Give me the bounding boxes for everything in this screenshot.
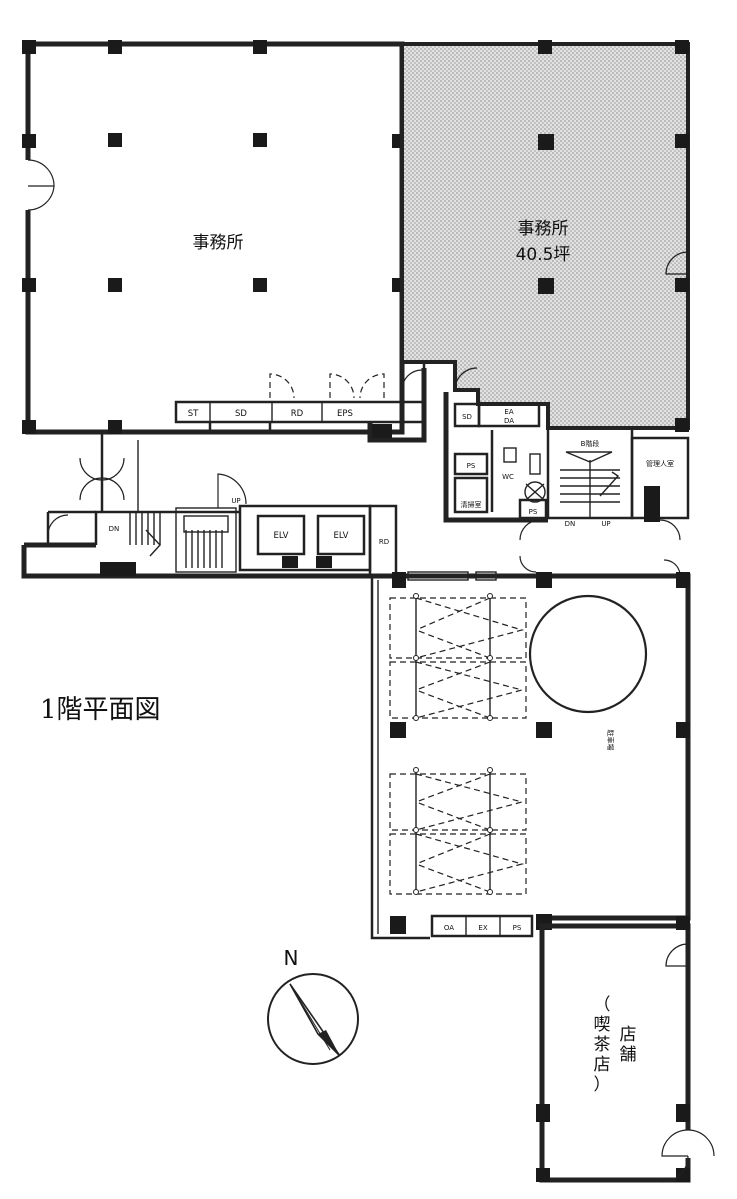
north-compass — [267, 973, 359, 1065]
column — [108, 133, 122, 147]
cleaning-room-label: 清掃室 — [461, 500, 482, 509]
column — [253, 278, 267, 292]
stair-up-label: UP — [231, 497, 240, 505]
manager-room-label: 管理人室 — [646, 459, 674, 468]
column — [253, 133, 267, 147]
column — [538, 134, 554, 150]
parking-stalls-lower — [389, 767, 527, 895]
ex-label: EX — [478, 924, 487, 932]
elevator-1-label: ELV — [274, 531, 289, 541]
car-turntable — [528, 594, 648, 714]
parking-label: 駐車場 — [606, 730, 615, 751]
right-core — [443, 392, 690, 575]
eps-label: EPS — [337, 409, 353, 419]
st-label: ST — [188, 409, 199, 419]
column — [390, 722, 406, 738]
ea-label: EA — [504, 408, 513, 416]
da-label: DA — [504, 417, 514, 425]
ps-upper-label: PS — [467, 462, 476, 470]
service-strip — [174, 360, 427, 443]
shop-sub-label: （喫茶店） — [594, 995, 611, 1095]
stair-dn-right-label: DN — [565, 520, 576, 528]
column — [108, 278, 122, 292]
parking-stalls-upper — [389, 593, 527, 721]
column — [536, 722, 552, 738]
back-stairs-label: B階段 — [581, 439, 600, 448]
column — [538, 278, 554, 294]
ps-parking-label: PS — [513, 924, 522, 932]
shop-block — [536, 916, 715, 1183]
office-right-area: 40.5坪 — [516, 245, 571, 265]
shop-label: 店舗 — [620, 1025, 637, 1065]
office-right-label: 事務所 — [518, 219, 569, 239]
sd-left-label: SD — [235, 409, 247, 419]
oa-label: OA — [444, 924, 454, 932]
ps-lower-label: PS — [529, 508, 538, 516]
floor-plan-title: 1階平面図 — [40, 695, 161, 725]
sd-right-label: SD — [462, 413, 472, 421]
stair-dn-label: DN — [109, 525, 120, 533]
rd-left-label: RD — [291, 409, 304, 419]
compass-north-label: N — [284, 946, 299, 970]
wc-label: WC — [502, 473, 514, 481]
stair-up-right-label: UP — [601, 520, 610, 528]
entrance-corridor — [79, 432, 139, 512]
office-left-label: 事務所 — [193, 233, 244, 253]
elevator-2-label: ELV — [334, 531, 349, 541]
rd-elv-label: RD — [379, 538, 389, 546]
core-block — [21, 473, 398, 579]
parking-block — [370, 571, 691, 940]
